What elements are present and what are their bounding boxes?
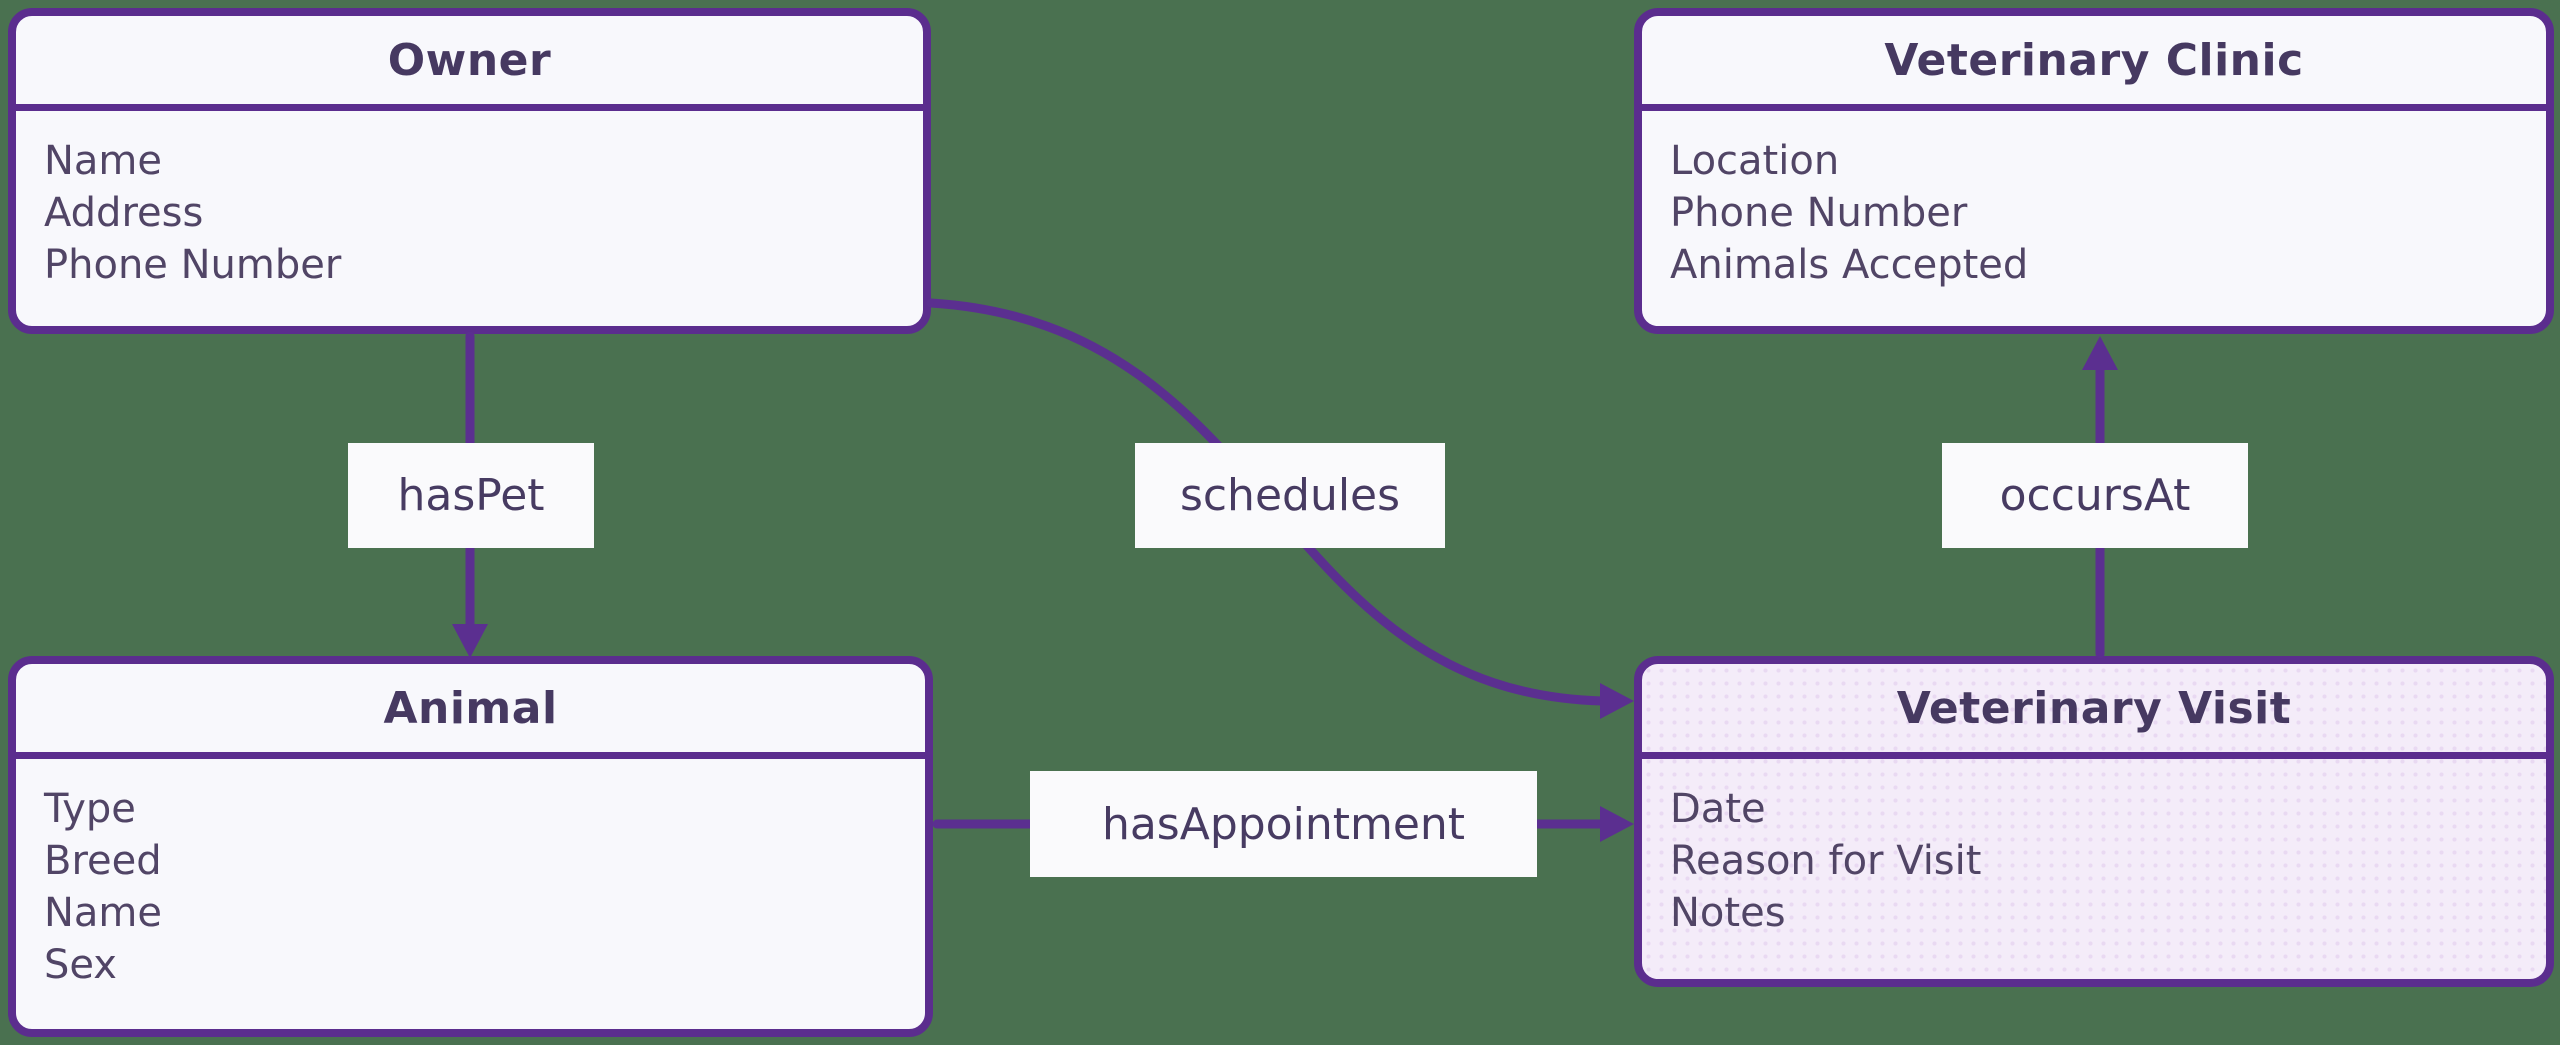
- entity-owner-title: Owner: [16, 16, 923, 111]
- entity-owner-attributes: Name Address Phone Number: [16, 111, 923, 315]
- arrowhead-haspet: [452, 624, 488, 658]
- relationship-label-schedules: schedules: [1135, 443, 1445, 548]
- attribute-owner-name: Name: [44, 138, 163, 184]
- entity-veterinary-clinic: Veterinary Clinic Location Phone Number …: [1634, 8, 2554, 334]
- attribute-owner-phone: Phone Number: [44, 242, 342, 288]
- entity-animal-attributes: Type Breed Name Sex: [16, 759, 925, 1015]
- relationship-label-hasappointment: hasAppointment: [1030, 771, 1537, 877]
- arrowhead-occursat: [2082, 336, 2118, 370]
- arrowhead-schedules: [1600, 683, 1634, 719]
- relationship-label-haspet: hasPet: [348, 443, 594, 548]
- arrowhead-hasappointment: [1600, 806, 1634, 842]
- entity-veterinary-visit: Veterinary Visit Date Reason for Visit N…: [1634, 656, 2554, 987]
- attribute-animal-sex: Sex: [44, 942, 117, 988]
- attribute-visit-notes: Notes: [1670, 890, 1786, 936]
- attribute-visit-date: Date: [1670, 786, 1766, 832]
- entity-animal: Animal Type Breed Name Sex: [8, 656, 933, 1037]
- attribute-clinic-location: Location: [1670, 138, 1840, 184]
- attribute-animal-breed: Breed: [44, 838, 162, 884]
- attribute-animal-name: Name: [44, 890, 163, 936]
- entity-owner: Owner Name Address Phone Number: [8, 8, 931, 334]
- entity-animal-title: Animal: [16, 664, 925, 759]
- attribute-visit-reason: Reason for Visit: [1670, 838, 1982, 884]
- attribute-clinic-phone: Phone Number: [1670, 190, 1968, 236]
- entity-veterinary-visit-attributes: Date Reason for Visit Notes: [1642, 759, 2546, 963]
- relationship-label-occursat: occursAt: [1942, 443, 2248, 548]
- entity-veterinary-clinic-title: Veterinary Clinic: [1642, 16, 2546, 111]
- attribute-clinic-animals-accepted: Animals Accepted: [1670, 242, 2029, 288]
- entity-veterinary-clinic-attributes: Location Phone Number Animals Accepted: [1642, 111, 2546, 315]
- entity-veterinary-visit-title: Veterinary Visit: [1642, 664, 2546, 759]
- attribute-owner-address: Address: [44, 190, 204, 236]
- attribute-animal-type: Type: [44, 786, 136, 832]
